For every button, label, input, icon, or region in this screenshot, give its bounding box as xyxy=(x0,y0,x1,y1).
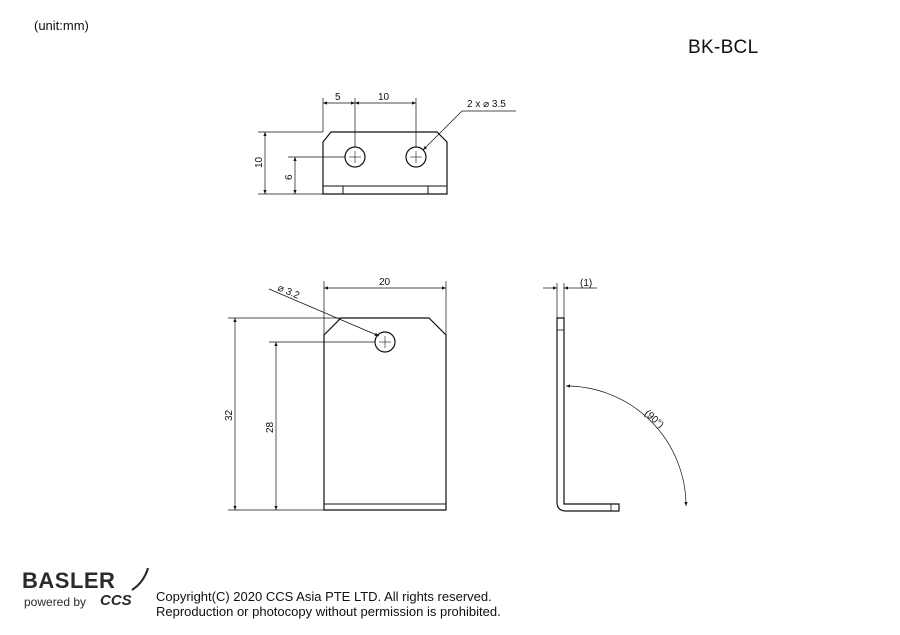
angle-arc xyxy=(565,384,688,507)
side-view xyxy=(556,317,620,512)
copyright-line-1: Copyright(C) 2020 CCS Asia PTE LTD. All … xyxy=(156,589,492,604)
front-hole-leader xyxy=(268,288,380,337)
copyright-line-2: Reproduction or photocopy without permis… xyxy=(156,604,501,619)
brand-name: BASLER xyxy=(22,568,116,593)
top-view-outline xyxy=(322,131,448,195)
dim-text-20: 20 xyxy=(379,277,391,288)
part-number: BK-BCL xyxy=(688,37,759,58)
powered-by-text: powered by xyxy=(24,595,87,609)
ccs-logo-text: CCS xyxy=(100,592,132,609)
dim-text-thickness: (1) xyxy=(580,278,592,289)
top-view xyxy=(322,131,448,195)
front-hole-callout-text: ⌀ 3.2 xyxy=(276,283,302,302)
dim-text-angle: (90°) xyxy=(642,408,666,431)
basler-logo: BASLER powered by CCS xyxy=(22,567,152,618)
hole-callout-text: 2 x ⌀ 3.5 xyxy=(467,99,506,110)
hole-callout-leader xyxy=(422,110,463,151)
copyright-notice: Copyright(C) 2020 CCS Asia PTE LTD. All … xyxy=(156,589,501,619)
top-view-centerlines xyxy=(349,151,422,163)
unit-label: (unit:mm) xyxy=(34,18,89,33)
front-view-dimensions xyxy=(228,281,447,511)
side-view-profile xyxy=(556,317,620,512)
dim-text-6: 6 xyxy=(284,174,295,180)
dim-text-10-vertical: 10 xyxy=(254,156,265,168)
side-view-dimensions xyxy=(543,283,688,507)
dim-text-32: 32 xyxy=(224,409,235,421)
dim-text-10-horizontal: 10 xyxy=(378,92,390,103)
dim-text-5: 5 xyxy=(335,92,341,103)
dim-text-28: 28 xyxy=(265,421,276,433)
front-view-centerlines xyxy=(379,336,391,348)
top-view-dimensions xyxy=(258,98,516,195)
brand-swoosh-icon xyxy=(131,567,150,591)
